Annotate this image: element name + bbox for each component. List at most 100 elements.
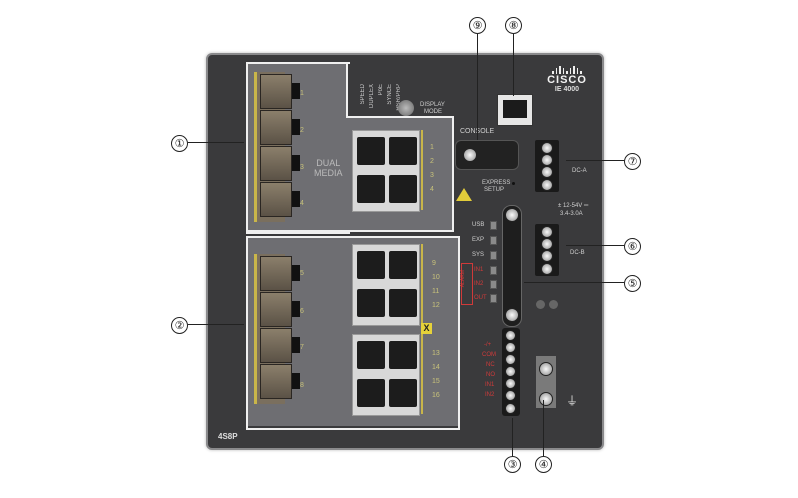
screw-icon <box>505 366 516 377</box>
screw-icon <box>541 166 553 178</box>
callout-3: ③ <box>504 456 521 473</box>
power-led <box>536 300 545 309</box>
leader-line <box>512 418 513 456</box>
sfp-port-7[interactable] <box>260 328 300 363</box>
console-rj45-port[interactable] <box>497 94 533 126</box>
ground-lug-plate <box>536 356 556 408</box>
rj45-port-label: 9 <box>432 260 436 267</box>
leader-line <box>566 245 624 246</box>
sfp-port-label: 3 <box>300 164 304 171</box>
screw-icon <box>541 142 553 154</box>
rj45-port-2[interactable] <box>389 137 417 165</box>
sfp-port-4[interactable] <box>260 182 300 217</box>
sfp-port-6[interactable] <box>260 292 300 327</box>
rj45-port-12[interactable] <box>389 289 417 317</box>
led-label: EXP <box>472 237 485 243</box>
sfp-cage-top <box>254 72 300 222</box>
led-label: SPEED <box>360 84 366 105</box>
screw-icon <box>505 390 516 401</box>
screw-icon <box>541 179 553 191</box>
alarm-group-label: ALARM <box>460 270 466 288</box>
frame-edge <box>246 230 454 232</box>
frame-edge <box>452 116 454 232</box>
rj45-port-3[interactable] <box>357 175 385 203</box>
leader-line <box>477 34 478 140</box>
rj45-block-bottom-b <box>352 334 420 416</box>
screw-icon <box>541 154 553 166</box>
rj45-port-10[interactable] <box>389 251 417 279</box>
sfp-port-label: 6 <box>300 308 304 315</box>
screw-icon <box>505 330 516 341</box>
sfp-cage-bottom <box>254 254 300 404</box>
sfp-port-8[interactable] <box>260 364 300 399</box>
sku-label: 4S8P <box>218 432 238 441</box>
callout-9: ⑨ <box>469 17 486 34</box>
display-mode-button[interactable] <box>398 100 414 116</box>
express-setup-button[interactable] <box>512 182 515 185</box>
leader-line <box>543 400 544 456</box>
sfp-port-1[interactable] <box>260 74 300 109</box>
frame-edge <box>346 62 348 118</box>
poe-badge: X <box>421 323 432 334</box>
screw-icon <box>539 362 553 376</box>
screw-icon <box>505 378 516 389</box>
power-terminal-dc-a[interactable] <box>535 140 559 192</box>
rj45-port-1[interactable] <box>357 137 385 165</box>
led-label: SYS <box>472 252 485 258</box>
callout-1: ① <box>171 135 188 152</box>
rj45-port-11[interactable] <box>357 289 385 317</box>
rj45-port-9[interactable] <box>357 251 385 279</box>
rj45-port-13[interactable] <box>357 341 385 369</box>
rj45-port-label: 4 <box>430 186 434 193</box>
rj45-port-label: 1 <box>430 144 434 151</box>
cisco-logo: CISCO IE 4000 <box>542 66 592 93</box>
sfp-port-label: 1 <box>300 90 304 97</box>
terminal-label: NC <box>486 362 495 368</box>
sfp-port-label: 4 <box>300 200 304 207</box>
brand-name: CISCO <box>547 74 587 86</box>
rj45-port-14[interactable] <box>389 341 417 369</box>
rj45-port-16[interactable] <box>389 379 417 407</box>
sd-card-slot[interactable] <box>502 205 522 327</box>
screw-icon <box>505 342 516 353</box>
screw-icon <box>541 263 553 275</box>
screw-icon <box>505 354 516 365</box>
power-terminal-dc-b[interactable] <box>535 224 559 276</box>
alarm-terminal-block[interactable] <box>502 328 520 416</box>
rj45-port-label: 16 <box>432 392 440 399</box>
alarm-in2-led <box>490 280 497 289</box>
screw-icon <box>541 250 553 262</box>
sfp-port-3[interactable] <box>260 146 300 181</box>
rj45-port-label: 11 <box>432 288 440 295</box>
model-name: IE 4000 <box>554 86 580 93</box>
usb-led <box>490 221 497 230</box>
alarm-in1-led <box>490 266 497 275</box>
screw-icon <box>541 238 553 250</box>
led-label: DUPLEX <box>369 84 375 109</box>
express-setup-label: EXPRESS <box>482 180 511 186</box>
leader-line <box>566 160 624 161</box>
dual-media-frame <box>246 62 350 234</box>
screw-icon <box>505 208 519 222</box>
sfp-port-label: 8 <box>300 382 304 389</box>
ground-screw[interactable] <box>539 392 553 406</box>
leader-line <box>188 142 244 143</box>
alarm-out-led <box>490 294 497 303</box>
express-setup-label: SETUP <box>484 187 505 193</box>
frame-edge <box>346 116 454 118</box>
cisco-bars-icon <box>542 66 592 74</box>
screw-icon <box>463 148 477 162</box>
ground-icon: ⏚ <box>566 394 579 408</box>
sfp-port-5[interactable] <box>260 256 300 291</box>
terminal-label: IN1 <box>485 382 495 388</box>
rj45-port-label: 2 <box>430 158 434 165</box>
screw-icon <box>541 226 553 238</box>
rj45-port-4[interactable] <box>389 175 417 203</box>
rj45-block-bottom-a <box>352 244 420 326</box>
sfp-port-2[interactable] <box>260 110 300 145</box>
callout-8: ⑧ <box>505 17 522 34</box>
rj45-port-15[interactable] <box>357 379 385 407</box>
usb-console-cover[interactable] <box>455 140 519 170</box>
dc-a-label: DC-A <box>572 168 587 174</box>
callout-7: ⑦ <box>624 153 641 170</box>
